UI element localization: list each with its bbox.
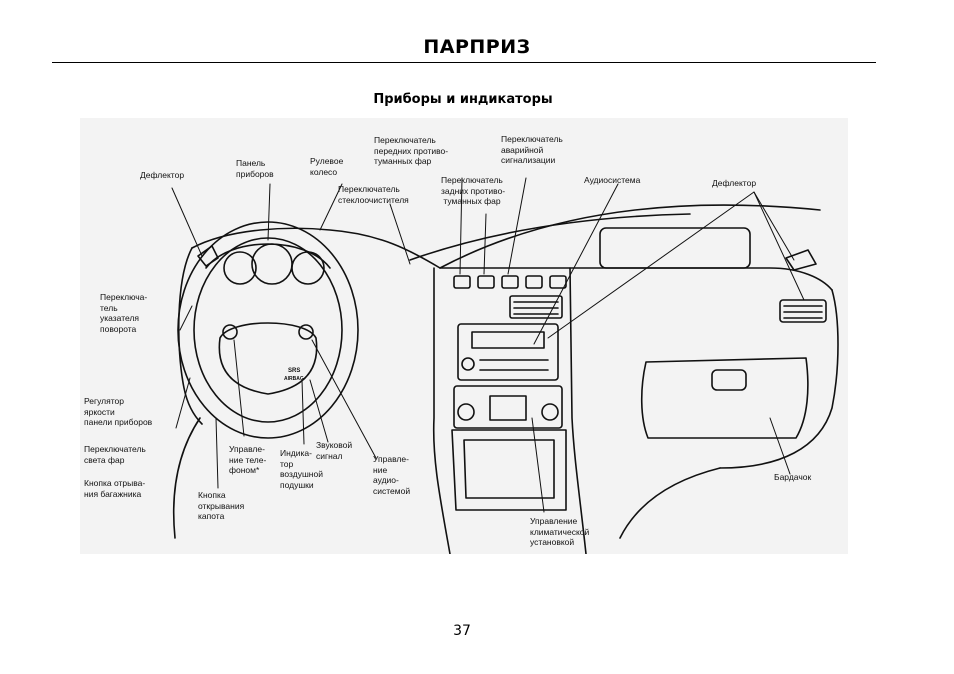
dashboard-lower-right [619, 467, 721, 539]
dashboard-lower-left [172, 417, 201, 539]
center-console-right [569, 267, 587, 554]
label-front-fog-switch: Переключатель передних противо- туманных… [374, 135, 449, 166]
climate-unit [453, 385, 563, 429]
phone-control-button [222, 324, 238, 340]
audio-control-button [298, 324, 314, 340]
label-instrument-panel: Панель приборов [236, 158, 274, 179]
glovebox-handle [711, 369, 747, 391]
label-climate-control: Управление климатической установкой [530, 516, 590, 547]
dashboard-figure: Дефлектор Панель приборов Рулевое колесо… [80, 118, 848, 554]
console-lower-box [451, 429, 567, 511]
label-audio-control: Управле- ние аудио- системой [373, 454, 411, 496]
switch-4 [525, 275, 543, 289]
climate-display [489, 395, 527, 421]
audio-display [471, 331, 545, 349]
dashboard-left-side [177, 247, 203, 425]
left-corner-vent [197, 245, 219, 267]
airbag-marking: AIRBAG [284, 376, 304, 382]
label-wiper-switch: Переключатель стеклоочистителя [338, 184, 409, 205]
climate-knob-right [541, 403, 559, 421]
audio-unit [457, 323, 559, 381]
center-vent [509, 295, 563, 319]
label-brightness-regulator: Регулятор яркости панели приборов [84, 396, 153, 427]
dashboard-outline [191, 227, 833, 291]
label-phone-control: Управле- ние теле- фоном* [229, 444, 267, 475]
label-glovebox: Бардачок [774, 472, 812, 482]
right-side-vent [779, 299, 827, 323]
gauge-right [291, 251, 325, 285]
dashboard-upper-surface [439, 204, 821, 269]
climate-knob-left [457, 403, 475, 421]
switch-hazard [501, 275, 519, 289]
glovebox [640, 357, 809, 439]
windshield-edge [409, 213, 691, 261]
center-console [432, 267, 451, 554]
srs-marking: SRS [288, 368, 301, 374]
label-deflector-left: Дефлектор [140, 170, 185, 180]
label-turn-signal-switch: Переключа- тель указателя поворота [100, 292, 148, 334]
label-trunk-release: Кнопка отрыва- ния багажника [84, 478, 146, 499]
label-airbag-indicator: Индика- тор воздушной подушки [280, 448, 323, 490]
label-steering-wheel: Рулевое колесо [310, 156, 344, 177]
switch-front-fog [453, 275, 471, 289]
dashboard-right-edge [719, 289, 839, 469]
page-number: 37 [453, 623, 471, 639]
label-deflector-right: Дефлектор [712, 178, 757, 188]
right-corner-vent [785, 249, 817, 271]
steering-wheel-rim [177, 221, 359, 439]
label-hazard-switch: Переключатель аварийной сигнализации [501, 134, 563, 165]
passenger-airbag-cover [599, 227, 751, 269]
switch-5 [549, 275, 567, 289]
switch-rear-fog [477, 275, 495, 289]
label-rear-fog-switch: Переключатель задних противо- туманных ф… [441, 175, 506, 206]
page-title: ПАРПРИЗ [423, 36, 531, 58]
header-rule [52, 62, 876, 63]
dashboard-drawing [171, 177, 839, 554]
label-hood-release: Кнопка открывания капота [198, 490, 245, 521]
gauge-center [251, 243, 293, 285]
console-slot [463, 439, 555, 499]
steering-hub [218, 322, 318, 395]
label-horn: Звуковой сигнал [316, 440, 353, 461]
section-subtitle: Приборы и индикаторы [373, 92, 553, 107]
label-audio-system: Аудиосистема [584, 175, 641, 185]
label-headlight-switch: Переключатель света фар [84, 444, 146, 465]
audio-knob [461, 357, 475, 371]
gauge-left [223, 251, 257, 285]
